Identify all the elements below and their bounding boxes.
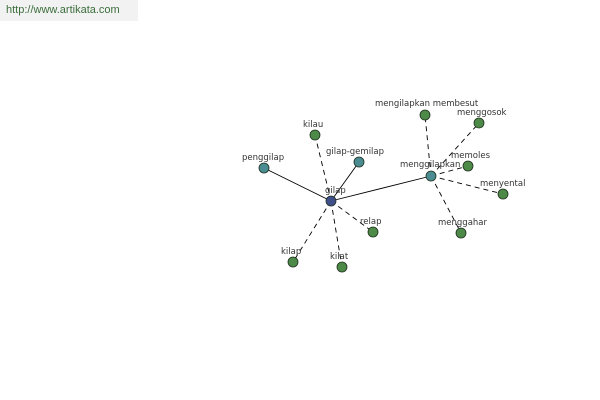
node-label-relap[interactable]: relap	[360, 217, 382, 227]
edge-menggilapkan-menyental	[430, 175, 504, 195]
node-kilau[interactable]	[309, 129, 321, 141]
node-label-gilap[interactable]: gilap	[325, 186, 346, 196]
node-kilat[interactable]	[336, 261, 348, 273]
edge-menggilapkan-memoles	[430, 165, 469, 177]
edge-menggilapkan-mengilapkan-membesut	[424, 114, 432, 177]
node-label-mengilapkan-membesut[interactable]: mengilapkan membesut	[375, 99, 479, 109]
node-gilap[interactable]	[325, 195, 337, 207]
node-kilap[interactable]	[287, 256, 299, 268]
node-label-gilap-gemilap[interactable]: gilap-gemilap	[326, 147, 384, 157]
edge-menggilapkan-menggosok	[430, 122, 480, 177]
edge-gilap-kilau	[314, 134, 332, 202]
nodes-layer	[258, 109, 509, 273]
edge-gilap-gilap-gemilap	[330, 161, 360, 202]
node-label-menggilapkan[interactable]: menggilapkan	[400, 160, 460, 170]
node-label-penggilap[interactable]: penggilap	[242, 153, 284, 163]
node-label-menyental[interactable]: menyental	[480, 179, 525, 189]
node-label-memoles[interactable]: memoles	[451, 151, 491, 161]
node-penggilap[interactable]	[258, 162, 270, 174]
node-label-kilat[interactable]: kilat	[330, 252, 349, 262]
site-url-link[interactable]: http://www.artikata.com	[0, 0, 138, 21]
labels-layer: gilap menggilapkan penggilap gilap-gemilap k…	[242, 99, 525, 262]
node-menyental[interactable]	[497, 188, 509, 200]
edge-gilap-kilat	[330, 200, 343, 268]
node-label-kilau[interactable]: kilau	[303, 120, 323, 130]
node-menggahar[interactable]	[455, 227, 467, 239]
edge-menggilapkan-menggahar	[430, 175, 462, 234]
node-mengilapkan-membesut[interactable]	[419, 109, 431, 121]
node-memoles[interactable]	[462, 160, 474, 172]
node-label-menggosok[interactable]: menggosok	[457, 108, 507, 118]
edge-gilap-penggilap	[263, 167, 332, 202]
node-menggilapkan[interactable]	[425, 170, 437, 182]
edge-gilap-menggilapkan	[330, 175, 432, 202]
node-label-kilap[interactable]: kilap	[281, 247, 301, 257]
node-relap[interactable]	[367, 226, 379, 238]
edges-layer	[263, 114, 504, 268]
node-menggosok[interactable]	[473, 117, 485, 129]
node-gilap-gemilap[interactable]	[353, 156, 365, 168]
node-label-menggahar[interactable]: menggahar	[438, 218, 487, 228]
edge-gilap-kilap	[292, 200, 332, 263]
